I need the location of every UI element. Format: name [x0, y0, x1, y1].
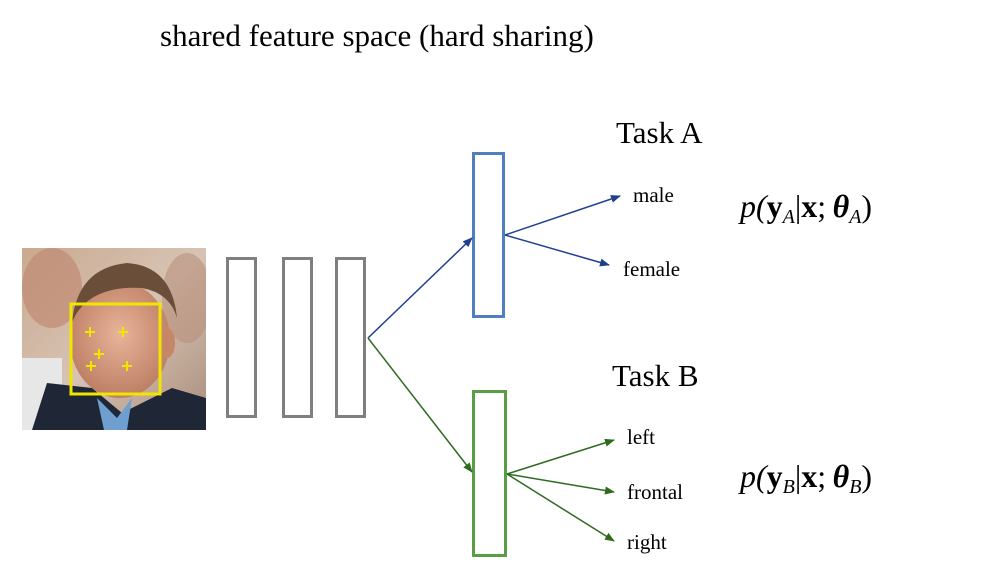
task-b-formula: p(yB|x; θB) — [740, 458, 873, 498]
output-label-male: male — [633, 183, 674, 207]
arrow-task-a-to-female — [504, 234, 610, 267]
task-b-head-layer — [472, 390, 507, 557]
task-a-formula: p(yA|x; θA) — [740, 188, 873, 228]
output-label-left: left — [627, 425, 655, 449]
diagram-title: shared feature space (hard sharing) — [160, 18, 594, 53]
shared-layer-1 — [226, 257, 257, 418]
shared-layer-3 — [335, 257, 366, 418]
face-bounding-box — [69, 302, 162, 396]
arrow-task-b-to-frontal — [506, 473, 615, 495]
output-label-female: female — [623, 257, 681, 281]
output-label-frontal: frontal — [627, 480, 683, 504]
task-b-title: Task B — [612, 358, 699, 393]
facial-landmarks — [85, 327, 132, 371]
shared-layer-2 — [282, 257, 313, 418]
arrow-shared-to-task-b — [367, 337, 473, 473]
task-a-head-layer — [472, 152, 505, 318]
arrow-shared-to-task-a — [367, 237, 473, 339]
face-detection-overlay — [69, 302, 162, 396]
arrow-task-b-to-left — [506, 438, 615, 475]
arrow-task-b-to-right — [506, 473, 615, 542]
arrow-task-a-to-male — [504, 195, 621, 236]
output-label-right: right — [627, 530, 667, 554]
task-a-title: Task A — [616, 115, 703, 150]
